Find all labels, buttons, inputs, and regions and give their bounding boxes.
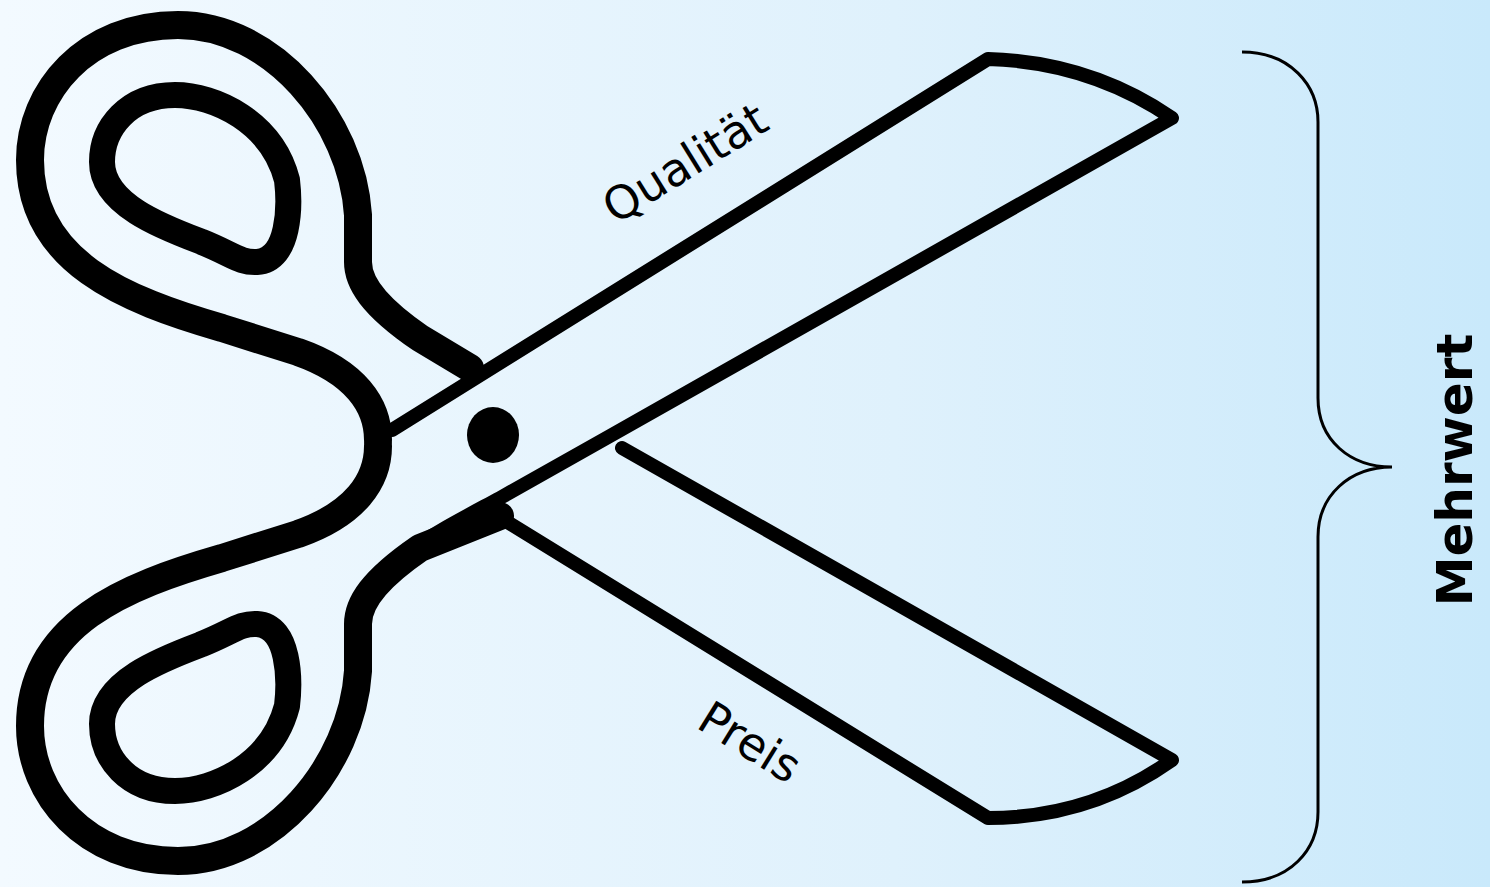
- blade-label: Preis: [691, 693, 809, 790]
- scissors: [30, 25, 1172, 861]
- lower-handle: [30, 446, 500, 861]
- pivot-screw: [467, 407, 519, 463]
- upper-handle: [30, 25, 470, 440]
- curly-brace: [1242, 52, 1392, 882]
- brace-label: Mehrwert: [1430, 334, 1480, 607]
- lower-blade: [496, 448, 1172, 818]
- blade-label: Qualität: [595, 95, 775, 231]
